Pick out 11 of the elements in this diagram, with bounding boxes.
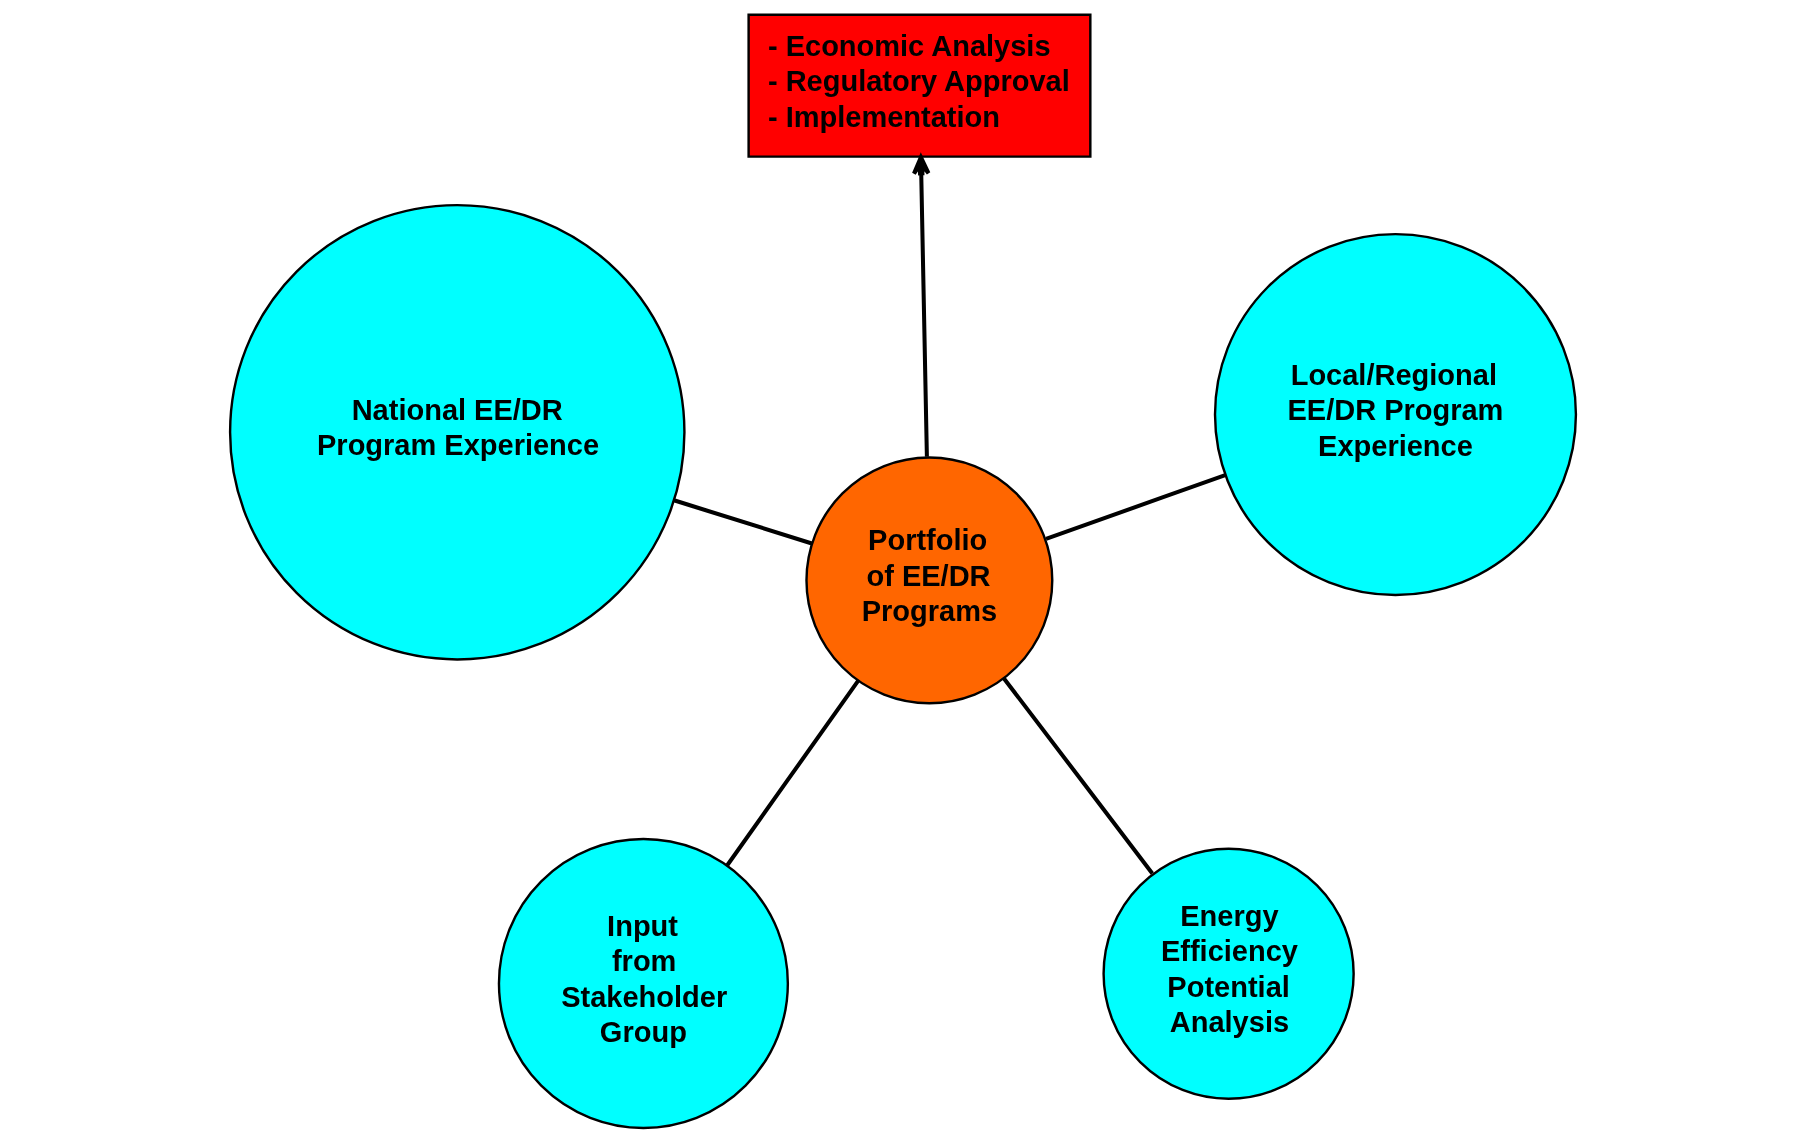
- connector: [672, 498, 812, 546]
- connector: [1001, 677, 1154, 875]
- node-circle: National EE/DR Program Experience: [228, 203, 686, 661]
- arrow: [911, 155, 930, 457]
- node-box: - Economic Analysis - Regulatory Approval - Implementation: [746, 13, 1092, 158]
- connector: [725, 679, 860, 867]
- node-circle: Input from Stakeholder Group: [497, 837, 789, 1130]
- node-circle: Local/Regional EE/DR Program Experience: [1213, 232, 1577, 597]
- node-circle: Portfolio of EE/DR Programs: [804, 456, 1053, 705]
- node-circle: Energy Efficiency Potential Analysis: [1101, 847, 1355, 1100]
- connector: [1044, 473, 1226, 541]
